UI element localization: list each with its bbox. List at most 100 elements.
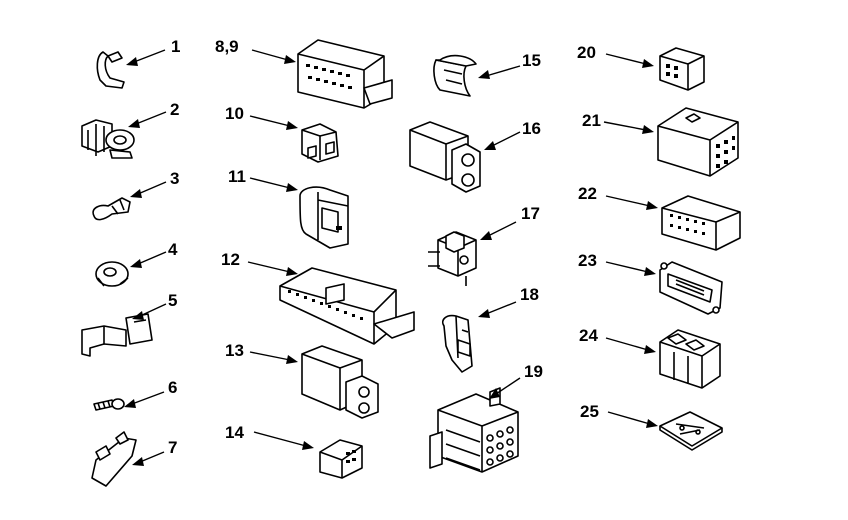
part-25-drawing — [659, 411, 723, 451]
part-18: 18 — [441, 285, 539, 373]
part-13: 13 — [225, 341, 379, 419]
part-1-arrowhead — [126, 57, 138, 66]
part-21: 21 — [582, 107, 739, 177]
part-20-arrowhead — [642, 59, 654, 68]
part-20: 20 — [577, 43, 705, 91]
part-3-drawing — [92, 197, 131, 221]
part-23: 23 — [578, 251, 723, 315]
part-12-callout: 12 — [221, 250, 240, 269]
part-23-arrowhead — [644, 267, 656, 276]
part-4-drawing — [95, 261, 129, 287]
part-19-leader — [495, 377, 521, 395]
part-2-arrowhead — [128, 119, 140, 128]
part-1-callout: 1 — [171, 37, 180, 56]
part-7-arrowhead — [132, 457, 144, 466]
part-17: 17 — [428, 204, 540, 286]
part-21-drawing — [657, 107, 739, 177]
part-22-leader — [605, 195, 651, 207]
part-17-arrowhead — [480, 231, 492, 240]
part-24: 24 — [579, 326, 721, 389]
part-13-callout: 13 — [225, 341, 244, 360]
part-3-callout: 3 — [170, 169, 179, 188]
part-12-leader — [247, 261, 291, 273]
part-6-arrowhead — [124, 399, 136, 408]
part-18-callout: 18 — [520, 285, 539, 304]
part-21-arrowhead — [642, 125, 654, 134]
part-16-arrowhead — [484, 141, 496, 150]
part-14-arrowhead — [302, 441, 314, 450]
part-24-arrowhead — [644, 345, 656, 354]
part-12-arrowhead — [286, 267, 298, 276]
part-22: 22 — [578, 184, 741, 251]
part-22-drawing — [661, 195, 741, 251]
part-15-leader — [485, 65, 521, 77]
part-25: 25 — [580, 402, 723, 451]
part-4-arrowhead — [130, 259, 142, 268]
part-8-9-leader — [251, 49, 289, 61]
part-6-drawing — [93, 398, 125, 411]
part-1: 1 — [96, 37, 180, 89]
part-17-drawing — [428, 231, 477, 286]
part-5-callout: 5 — [168, 291, 177, 310]
part-16-leader — [491, 131, 521, 147]
part-15-drawing — [433, 54, 477, 97]
part-25-callout: 25 — [580, 402, 599, 421]
part-5-drawing — [81, 313, 153, 357]
part-18-drawing — [441, 314, 473, 373]
part-8-9-drawing — [297, 39, 393, 109]
part-7-leader — [139, 451, 165, 463]
part-11-leader — [249, 177, 291, 189]
part-2: 2 — [81, 100, 179, 159]
part-20-callout: 20 — [577, 43, 596, 62]
part-16: 16 — [409, 119, 541, 193]
part-18-leader — [485, 301, 517, 315]
part-2-leader — [135, 111, 167, 125]
part-15-arrowhead — [478, 70, 490, 79]
part-24-leader — [605, 337, 649, 351]
part-21-callout: 21 — [582, 111, 601, 130]
part-12: 12 — [221, 250, 415, 345]
part-19-callout: 19 — [524, 362, 543, 381]
part-21-leader — [603, 121, 647, 131]
part-1-leader — [133, 49, 166, 63]
part-4: 4 — [95, 240, 178, 287]
part-23-drawing — [659, 261, 723, 315]
part-6-leader — [131, 391, 165, 405]
part-14-callout: 14 — [225, 423, 244, 442]
part-24-drawing — [659, 329, 721, 389]
part-2-callout: 2 — [170, 100, 179, 119]
part-14-drawing — [319, 439, 363, 479]
part-3: 3 — [92, 169, 179, 221]
part-15: 15 — [433, 51, 541, 97]
part-10-arrowhead — [286, 121, 298, 130]
part-8-9-callout: 8,9 — [215, 37, 239, 56]
part-13-leader — [249, 351, 291, 361]
part-7-callout: 7 — [168, 438, 177, 457]
part-17-callout: 17 — [521, 204, 540, 223]
part-23-callout: 23 — [578, 251, 597, 270]
part-7: 7 — [91, 431, 177, 487]
part-13-drawing — [301, 345, 379, 419]
part-18-arrowhead — [478, 309, 490, 318]
part-11-drawing — [299, 186, 349, 249]
part-11-callout: 11 — [228, 167, 246, 186]
part-20-drawing — [659, 47, 705, 91]
part-14: 14 — [225, 423, 363, 479]
part-8-9: 8,9 — [215, 37, 393, 109]
part-11-arrowhead — [286, 183, 298, 192]
part-16-callout: 16 — [522, 119, 541, 138]
part-25-leader — [607, 411, 651, 425]
part-10-drawing — [301, 123, 339, 163]
part-5-arrowhead — [132, 311, 144, 320]
part-19-drawing — [429, 387, 519, 473]
part-7-drawing — [91, 431, 137, 487]
part-17-leader — [487, 221, 517, 237]
part-10-callout: 10 — [225, 104, 244, 123]
part-2-drawing — [81, 119, 135, 159]
part-19-arrowhead — [489, 388, 500, 399]
part-3-leader — [137, 181, 167, 195]
part-10-leader — [249, 115, 291, 127]
part-24-callout: 24 — [579, 326, 598, 345]
part-10: 10 — [225, 104, 339, 163]
